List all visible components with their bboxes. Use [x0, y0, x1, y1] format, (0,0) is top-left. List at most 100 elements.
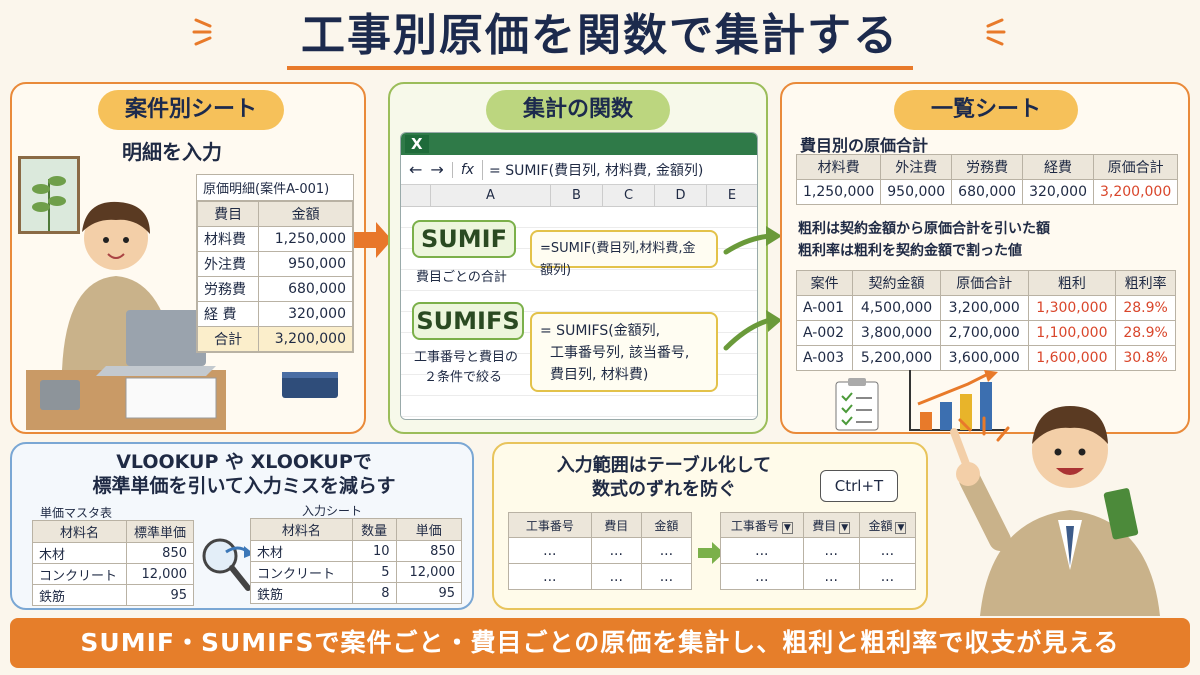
- column-a[interactable]: A: [431, 185, 551, 206]
- case-sheet-tag: 案件別シート: [98, 90, 284, 130]
- checklist-clipboard-icon: [835, 378, 879, 431]
- cell: 30.8%: [1115, 345, 1176, 371]
- forward-arrow-icon[interactable]: →: [430, 160, 444, 179]
- corner-cell: [401, 185, 431, 206]
- cell: 1,100,000: [1027, 320, 1117, 346]
- header: 原価合計: [1092, 154, 1179, 180]
- header-with-filter[interactable]: 費目▼: [802, 512, 860, 538]
- cell: 320,000: [1022, 179, 1094, 205]
- table-range-title-line1: 入力範囲はテーブル化して: [556, 455, 772, 476]
- lookup-title-line1: VLOOKUP や XLOOKUPで: [116, 451, 372, 473]
- cell: 12,000: [125, 563, 195, 585]
- table-row: 1,250,000 950,000 680,000 320,000 3,200,…: [795, 179, 1179, 205]
- sumifs-desc-line1: 工事番号と費目の: [414, 350, 519, 365]
- header: 金額: [640, 512, 693, 538]
- input-sheet-title: 入力シート: [302, 504, 363, 518]
- cell: 680,000: [951, 179, 1024, 205]
- filter-dropdown-icon[interactable]: ▼: [895, 521, 907, 534]
- header-with-filter[interactable]: 金額▼: [858, 512, 917, 538]
- cell: コンクリート: [32, 563, 127, 585]
- right-spark-icon: [986, 18, 1006, 46]
- formula-bar-text[interactable]: = SUMIF(費目列, 材料費, 金額列): [482, 159, 703, 180]
- cell: 3,200,000: [1092, 179, 1179, 205]
- column-headers: A B C D E: [401, 185, 757, 207]
- header: 原価合計: [939, 270, 1029, 296]
- lookup-panel: VLOOKUP や XLOOKUPで 標準単価を引いて入力ミスを減らす 単価マス…: [10, 442, 474, 610]
- sumif-desc: 費目ごとの合計: [416, 270, 507, 285]
- excel-titlebar: X: [401, 133, 757, 155]
- cell: 950,000: [258, 251, 353, 277]
- cell: 1,600,000: [1027, 345, 1117, 371]
- cost-detail-title: 原価明細(案件A-001): [197, 175, 353, 201]
- header: 材料名: [250, 518, 353, 541]
- cell: ...: [640, 537, 693, 564]
- sumifs-formula-line2: 工事番号列, 該当番号,: [550, 345, 690, 361]
- cell: ...: [858, 563, 917, 590]
- cost-summary-title: 費目別の原価合計: [800, 136, 929, 155]
- column-e[interactable]: E: [727, 188, 737, 203]
- filter-dropdown-icon[interactable]: ▼: [839, 521, 851, 534]
- table-row: .........: [720, 537, 917, 564]
- functions-tag: 集計の関数: [486, 90, 670, 130]
- worker-at-laptop-illustration: [26, 201, 226, 430]
- cell: 28.9%: [1115, 320, 1176, 346]
- header: 経費: [1022, 154, 1094, 180]
- lookup-title-line2: 標準単価を引いて入力ミスを減らす: [92, 475, 396, 497]
- cell: 320,000: [258, 301, 353, 327]
- cell: 3,200,000: [258, 326, 353, 352]
- summary-sheet-panel: 一覧シート 費目別の原価合計 材料費 外注費 労務費 経費 原価合計 1,250…: [780, 82, 1190, 434]
- cell: 経 費: [196, 301, 260, 327]
- cell: 950,000: [880, 179, 953, 205]
- filter-dropdown-icon[interactable]: ▼: [781, 521, 793, 534]
- table-row: A-002 3,800,000 2,700,000 1,100,000 28.9…: [795, 320, 1176, 346]
- case-sheet-panel: 案件別シート 明細を入力 原価明細(案件A-001) 費目: [10, 82, 366, 434]
- summary-sheet-tag: 一覧シート: [894, 90, 1078, 130]
- header: 工事番号: [730, 518, 779, 533]
- lookup-title: VLOOKUP や XLOOKUPで 標準単価を引いて入力ミスを減らす: [12, 450, 476, 498]
- header: 数量: [351, 518, 397, 541]
- footer-summary: SUMIF・SUMIFSで案件ごと・費目ごとの原価を集計し、粗利と粗利率で収支が…: [10, 618, 1190, 668]
- header: 費目: [812, 518, 837, 533]
- column-b[interactable]: B: [551, 185, 603, 206]
- cell: 鉄筋: [250, 582, 353, 604]
- header: 標準単価: [125, 520, 195, 543]
- header: 金額: [868, 518, 893, 533]
- cell: A-001: [795, 295, 854, 321]
- table-row: A-003 5,200,000 3,600,000 1,600,000 30.8…: [795, 345, 1176, 371]
- formatted-table: 工事番号▼ 費目▼ 金額▼ ......... .........: [720, 512, 917, 590]
- cell: ...: [858, 537, 917, 564]
- excel-icon: X: [405, 135, 429, 153]
- table-range-title-line2: 数式のずれを防ぐ: [592, 479, 736, 500]
- cell: 95: [395, 582, 463, 604]
- right-arrow-icon: [698, 542, 724, 564]
- header-with-filter[interactable]: 工事番号▼: [720, 512, 804, 538]
- cell: 95: [125, 584, 195, 606]
- cell: 3,200,000: [939, 295, 1029, 321]
- cell: ...: [508, 563, 592, 590]
- profit-note-2: 粗利率は粗利を契約金額で割った値: [798, 243, 1022, 259]
- back-arrow-icon[interactable]: ←: [409, 160, 423, 179]
- header-cost-item: 費目: [196, 201, 260, 227]
- header: 契約金額: [852, 270, 941, 296]
- cell: ...: [508, 537, 592, 564]
- column-c[interactable]: C: [603, 185, 655, 206]
- column-d[interactable]: D: [655, 185, 707, 206]
- table-row: .........: [508, 563, 693, 590]
- cell: 680,000: [258, 276, 353, 302]
- binder-icon: [282, 372, 338, 398]
- header: 材料名: [32, 520, 127, 543]
- header: 粗利率: [1115, 270, 1176, 296]
- fx-icon: fx: [451, 161, 482, 178]
- sumifs-label: SUMIFS: [412, 302, 524, 340]
- header-amount: 金額: [258, 201, 353, 227]
- cell: 3,600,000: [939, 345, 1029, 371]
- cell: 1,300,000: [1027, 295, 1117, 321]
